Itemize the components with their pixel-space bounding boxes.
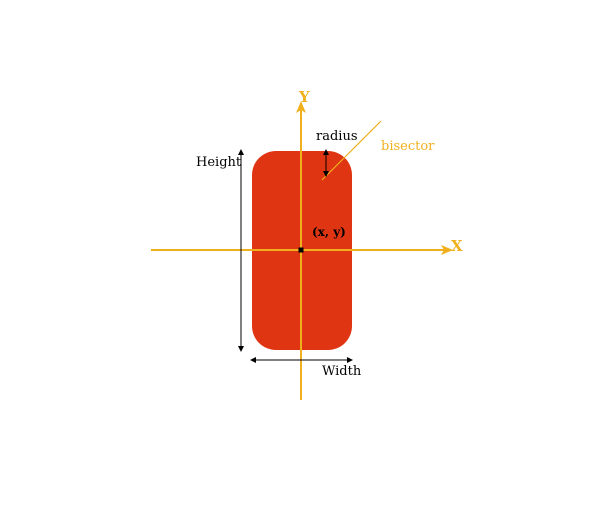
x-axis-arrowhead [441,245,453,255]
width-label: Width [322,364,362,379]
center-point [298,247,304,253]
y-axis [296,101,306,400]
height-label: Height [196,155,242,170]
x-axis [151,245,453,255]
center-label: (x, y) [312,225,346,239]
bisector-line [321,120,382,181]
radius-label: radius [316,129,358,144]
y-axis-label: Y [298,88,310,106]
bisector-label: bisector [381,139,435,154]
y-axis-arrowhead [296,101,306,113]
x-axis-label: X [451,237,463,255]
